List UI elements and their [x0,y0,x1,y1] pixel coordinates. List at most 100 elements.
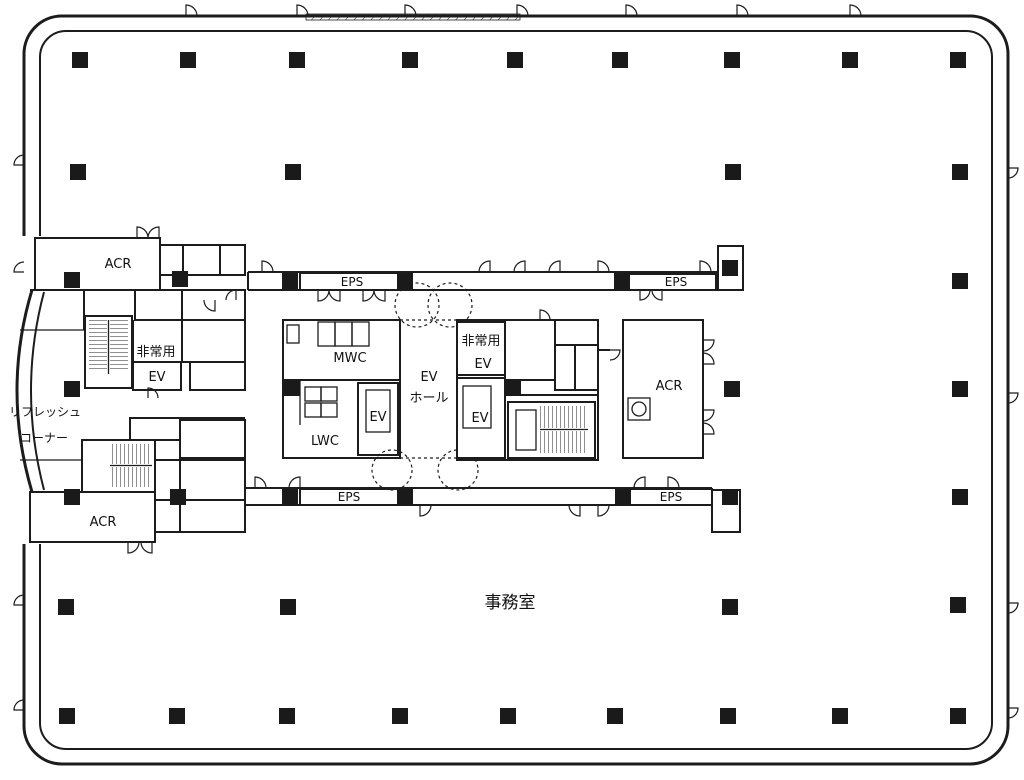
upper-room [134,289,246,321]
column [500,708,516,724]
column [952,273,968,289]
top-small-rooms [159,244,246,276]
acr-top-left-room [34,237,161,291]
door-swing [225,289,237,301]
column [722,599,738,615]
column [397,273,413,289]
door-swing [1007,602,1019,614]
door-swing [127,541,140,554]
refresh-curved-glass-outer [15,289,34,493]
door-swing [651,289,663,301]
column [180,52,196,68]
door-swing [147,387,159,399]
label-office: 事務室 [485,593,536,613]
column [70,164,86,180]
column [952,489,968,505]
door-swing [404,4,417,17]
label-lwc: LWC [311,434,339,449]
ev-left-shaft [357,382,399,456]
stair-landing [515,409,537,451]
door-swing-dashed [371,449,413,491]
label-emergency-ev-center: 非常用 [461,334,500,349]
door-swing [13,699,25,711]
door-swing [13,154,25,166]
door-swing [328,289,341,302]
stair-flight [110,444,152,464]
door-swing [516,4,529,17]
column [722,260,738,276]
room [179,419,246,459]
label-eps-bottom-right: EPS [660,490,682,504]
label-eps-top-left: EPS [341,275,363,289]
column [64,381,80,397]
stair-flight [89,320,107,372]
room [181,319,246,363]
column [59,708,75,724]
column [282,489,298,505]
door-swing [288,476,301,489]
door-swing [136,226,149,239]
door-swing [1007,707,1019,719]
door-swing [539,309,551,321]
door-swing [736,4,749,17]
left-core [15,237,246,543]
door-swing [296,4,309,17]
column [402,52,418,68]
column [397,489,413,505]
label-emergency-ev-center-ev: EV [474,357,491,372]
door-swing [702,409,715,422]
door-swing [1007,167,1019,179]
column [832,708,848,724]
central-core [244,245,744,533]
column [612,52,628,68]
room [189,361,246,391]
column [64,272,80,288]
column [722,489,738,505]
column [614,273,630,289]
column [724,52,740,68]
door-swing [633,476,646,489]
door-swing [513,260,526,273]
column [615,489,631,505]
door-swing [373,289,386,302]
door-swing [548,260,561,273]
door-swing [702,339,715,352]
room [179,459,246,501]
stair-flight [540,431,588,453]
label-ev-hall-2: ホール [409,391,448,406]
toilet-fixture [286,324,300,344]
label-emergency-ev-left-ev: EV [148,370,165,385]
column [950,597,966,613]
door-swing [147,226,160,239]
room [574,344,599,391]
toilet-stall [320,386,338,402]
door-swing [13,261,25,273]
label-acr-right: ACR [656,379,683,394]
column [507,52,523,68]
door-swing [185,4,198,17]
door-swing [317,289,330,302]
columns [58,52,968,724]
door-swing [261,260,274,273]
column [950,708,966,724]
door-swing [625,4,638,17]
doors [13,4,1019,719]
label-eps-bottom-left: EPS [338,490,360,504]
door-swing [639,289,651,301]
door-swing [478,260,491,273]
label-ev-hall: EV [420,370,437,385]
ev-right-car [462,385,492,429]
column [169,708,185,724]
door-swing-dashed [437,449,479,491]
label-refresh-corner: リフレッシュ [9,405,81,419]
door-swing [13,594,25,606]
ev-left-car [365,389,391,433]
labels: ACR ACR ACR EPS EPS EPS EPS 非常用 EV 非常用 E… [9,257,687,613]
door-swing-dashed [427,282,473,328]
label-mwc: MWC [333,351,366,366]
column [284,380,300,396]
room [179,499,246,533]
door-swing [568,504,581,517]
column [282,273,298,289]
